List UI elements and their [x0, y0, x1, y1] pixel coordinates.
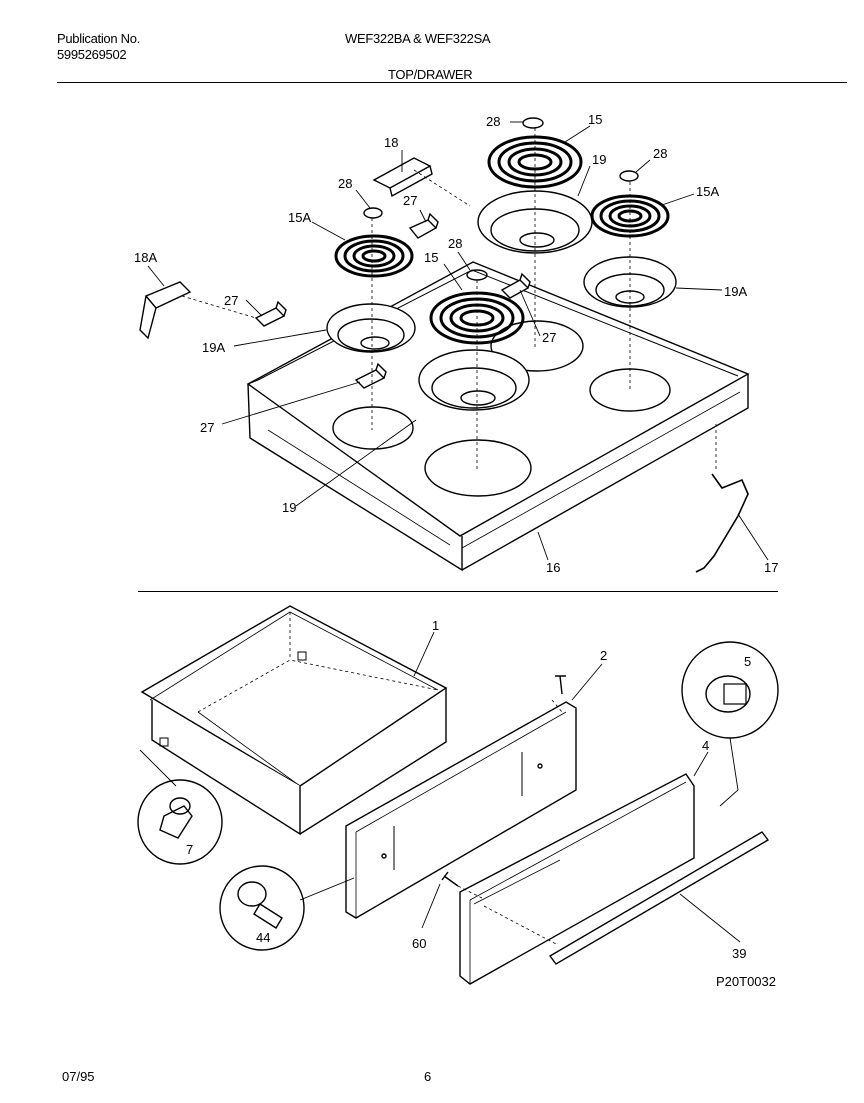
callout-28: 28: [653, 146, 667, 161]
callout-28: 28: [448, 236, 462, 251]
element-bracket-18a: [139, 281, 192, 340]
footer-date: 07/95: [62, 1069, 95, 1084]
section-divider: [138, 591, 778, 592]
page-number: 6: [424, 1069, 432, 1084]
wire-harness: [695, 473, 749, 573]
surface-element-15a-left: [334, 234, 414, 278]
callout-18: 18: [384, 135, 398, 150]
detail-circle-5: [681, 641, 779, 739]
drawer-slide-rail: [548, 831, 770, 965]
surface-element-15-rear: [487, 135, 583, 189]
drip-bowl-19-front: [418, 349, 530, 411]
callout-1: 1: [432, 618, 439, 633]
drawer-front-panel: [345, 701, 577, 919]
callout-15: 15: [424, 250, 438, 265]
burner-opening: [332, 406, 414, 450]
callout-7: 7: [186, 842, 193, 857]
callout-19: 19: [282, 500, 296, 515]
element-receptacle: [408, 212, 439, 239]
drawing-code: P20T0032: [716, 974, 776, 989]
element-bracket-18: [372, 157, 433, 198]
callout-28: 28: [486, 114, 500, 129]
trim-ring-cap: [363, 207, 383, 219]
trim-ring-cap: [522, 117, 544, 129]
detail-circle-7: [137, 779, 223, 865]
drip-bowl-19a-right: [583, 256, 677, 308]
mounting-screw: [441, 871, 459, 887]
burner-opening: [490, 320, 584, 372]
callout-27: 27: [224, 293, 238, 308]
callout-39: 39: [732, 946, 746, 961]
model-numbers: WEF322BA & WEF322SA: [345, 31, 491, 46]
element-receptacle: [254, 300, 287, 327]
callout-19a: 19A: [202, 340, 225, 355]
callout-15: 15: [588, 112, 602, 127]
callout-5: 5: [744, 654, 751, 669]
callout-19a: 19A: [724, 284, 747, 299]
callout-44: 44: [256, 930, 270, 945]
element-receptacle: [354, 362, 387, 389]
callout-28: 28: [338, 176, 352, 191]
trim-ring-cap: [619, 170, 639, 182]
callout-18a: 18A: [134, 250, 157, 265]
callout-27: 27: [542, 330, 556, 345]
detail-circle-44: [219, 865, 305, 951]
callout-16: 16: [546, 560, 560, 575]
callout-27: 27: [200, 420, 214, 435]
callout-17: 17: [764, 560, 778, 575]
cooktop-assembly: [139, 117, 769, 573]
callout-15a: 15A: [696, 184, 719, 199]
drawer-assembly: [137, 605, 779, 985]
callout-2: 2: [600, 648, 607, 663]
element-receptacle: [500, 272, 531, 299]
callout-27: 27: [403, 193, 417, 208]
section-title: TOP/DRAWER: [388, 67, 473, 82]
publication-label: Publication No.: [57, 31, 140, 46]
drip-bowl-19a-left: [326, 303, 416, 353]
drawer-body: [140, 605, 448, 836]
header-divider: [57, 82, 847, 83]
callout-4: 4: [702, 738, 709, 753]
mounting-screw: [555, 675, 566, 695]
drawer-handle-panel: [459, 773, 695, 985]
callout-15a: 15A: [288, 210, 311, 225]
publication-number: 5995269502: [57, 47, 127, 62]
callout-19: 19: [592, 152, 606, 167]
callout-60: 60: [412, 936, 426, 951]
burner-opening: [424, 439, 532, 497]
drip-bowl-19-rear: [477, 190, 593, 254]
